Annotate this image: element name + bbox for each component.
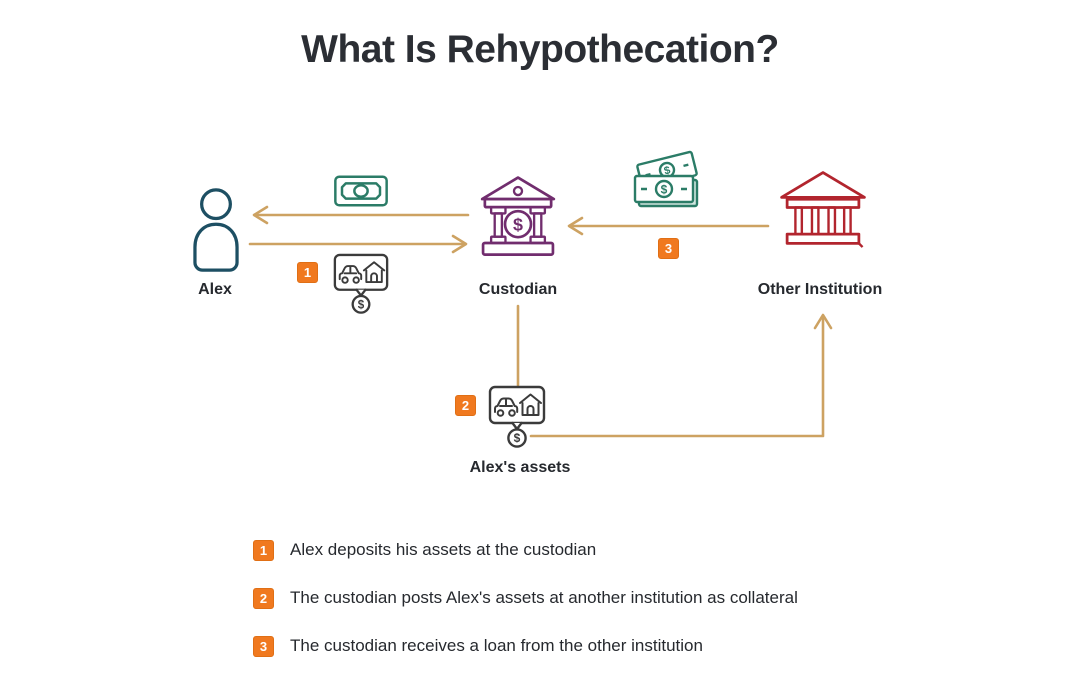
alexs-assets-label: Alex's assets xyxy=(469,459,571,476)
assets-bubble-collateral: $ xyxy=(488,385,546,448)
cash-dollar-glyph: $ xyxy=(663,164,672,177)
car-icon xyxy=(338,265,363,284)
page-title: What Is Rehypothecation? xyxy=(301,28,779,71)
other-institution-icon xyxy=(780,171,866,248)
assets-dollar-glyph2: $ xyxy=(514,431,521,445)
custodian-dollar-glyph: $ xyxy=(513,214,523,234)
cash-dollar-glyph2: $ xyxy=(661,183,668,197)
assets-bubble-deposit: $ xyxy=(333,253,389,314)
badge-step2: 2 xyxy=(455,395,476,416)
banknote-icon xyxy=(334,175,388,207)
arrow-assets-to-institution xyxy=(529,313,833,438)
legend: 1 Alex deposits his assets at the custod… xyxy=(253,539,798,683)
car-icon xyxy=(494,397,519,417)
legend-text-3: The custodian receives a loan from the o… xyxy=(290,636,703,655)
house-icon xyxy=(519,393,542,416)
assets-dollar-glyph: $ xyxy=(358,298,365,311)
arrow-alex-to-custodian xyxy=(248,234,468,254)
house-icon xyxy=(362,261,386,283)
person-icon xyxy=(193,188,239,272)
other-institution-label: Other Institution xyxy=(757,281,883,298)
alex-label: Alex xyxy=(198,281,232,298)
badge-step3: 3 xyxy=(658,238,679,259)
legend-badge-2: 2 xyxy=(253,587,274,609)
legend-item-1: 1 Alex deposits his assets at the custod… xyxy=(253,539,798,561)
arrow-custodian-to-alex xyxy=(252,205,470,225)
legend-text-1: Alex deposits his assets at the custodia… xyxy=(290,540,597,559)
legend-text-2: The custodian posts Alex's assets at ano… xyxy=(290,588,798,607)
front-banknote: $ xyxy=(633,174,699,208)
legend-badge-1: 1 xyxy=(253,539,274,561)
cash-stack-icon: $ $ xyxy=(633,150,699,208)
custodian-label: Custodian xyxy=(478,281,558,298)
legend-item-3: 3 The custodian receives a loan from the… xyxy=(253,635,798,657)
custodian-bank-icon: $ xyxy=(480,176,556,256)
arrow-institution-to-custodian xyxy=(567,216,770,236)
legend-item-2: 2 The custodian posts Alex's assets at a… xyxy=(253,587,798,609)
legend-badge-3: 3 xyxy=(253,635,274,657)
badge-step1: 1 xyxy=(297,262,318,283)
